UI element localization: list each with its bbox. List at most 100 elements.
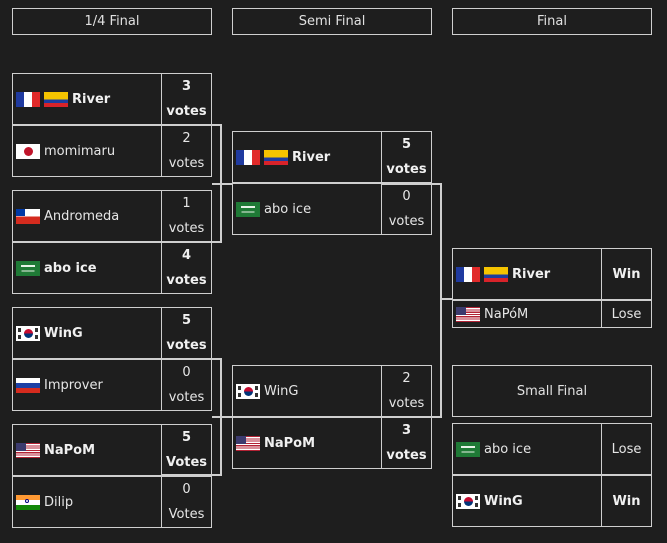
flag-sa-icon [456, 441, 480, 457]
score-unit: votes [168, 390, 205, 405]
score-cell: 5 votes [382, 131, 432, 183]
score-unit: votes [386, 162, 427, 177]
participant-name: WinG [264, 383, 299, 399]
participant-name-cell: momimaru [12, 125, 162, 177]
score-count: 2 [182, 131, 191, 146]
score-count: 5 [181, 313, 192, 328]
participant-row[interactable]: River Win [452, 248, 652, 300]
participant-name: WinG [484, 493, 523, 509]
result-label: Lose [611, 306, 642, 322]
participant-row[interactable]: abo ice Lose [452, 423, 652, 475]
flag-us-icon [456, 306, 480, 322]
score-cell: 3 votes [162, 73, 212, 125]
score-cell: Win [602, 248, 652, 300]
flag-sa-icon [236, 201, 260, 217]
participant-name-cell: NaPoM [232, 417, 382, 469]
participant-row[interactable]: NaPóM Lose [452, 300, 652, 328]
participant-name: NaPóM [484, 306, 529, 322]
score-cell: 2 votes [162, 125, 212, 177]
participant-row[interactable]: abo ice 0 votes [232, 183, 432, 235]
participant-name: momimaru [44, 143, 116, 159]
participant-name-cell: River [12, 73, 162, 125]
participant-name-cell: NaPoM [12, 424, 162, 476]
participant-name: abo ice [484, 441, 532, 457]
participant-name-cell: River [452, 248, 602, 300]
score-cell: 1 votes [162, 190, 212, 242]
score-count: 3 [181, 79, 192, 94]
participant-name-cell: River [232, 131, 382, 183]
score-unit: votes [166, 273, 207, 288]
participant-name-cell: Improver [12, 359, 162, 411]
score-count: 1 [182, 196, 191, 211]
header-semi-final: Semi Final [232, 8, 432, 35]
score-count: 0 [182, 482, 191, 497]
participant-row[interactable]: Improver 0 votes [12, 359, 212, 411]
participant-name-cell: WinG [232, 365, 382, 417]
result-label: Win [612, 493, 641, 509]
score-unit: votes [168, 156, 205, 171]
participant-name: abo ice [264, 201, 312, 217]
participant-name-cell: abo ice [12, 242, 162, 294]
score-count: 0 [182, 365, 191, 380]
header-small-final: Small Final [452, 365, 652, 417]
flag-us-icon [236, 435, 260, 451]
score-unit: Votes [165, 455, 208, 470]
header-small-final-label: Small Final [516, 383, 588, 399]
flag-jp-icon [16, 143, 40, 159]
flag-co-icon [44, 91, 68, 107]
score-unit: Votes [168, 507, 205, 522]
participant-name-cell: WinG [12, 307, 162, 359]
participant-name: Dilip [44, 494, 74, 510]
participant-name-cell: abo ice [452, 423, 602, 475]
score-count: 2 [402, 371, 411, 386]
participant-name: NaPoM [44, 442, 96, 458]
flag-sa-icon [16, 260, 40, 276]
flag-fr-icon [456, 266, 480, 282]
flag-co-icon [484, 266, 508, 282]
header-final: Final [452, 8, 652, 35]
score-count: 0 [402, 189, 411, 204]
participant-row[interactable]: momimaru 2 votes [12, 125, 212, 177]
result-label: Win [612, 266, 641, 282]
flag-in-icon [16, 494, 40, 510]
participant-name-cell: abo ice [232, 183, 382, 235]
participant-name-cell: Dilip [12, 476, 162, 528]
score-unit: votes [166, 104, 207, 119]
participant-name: abo ice [44, 260, 97, 276]
score-count: 5 [181, 430, 192, 445]
participant-name-cell: Andromeda [12, 190, 162, 242]
score-unit: votes [168, 221, 205, 236]
score-cell: Lose [602, 423, 652, 475]
score-unit: votes [386, 448, 427, 463]
participant-name: River [72, 91, 111, 107]
participant-name: NaPoM [264, 435, 316, 451]
score-cell: 3 votes [382, 417, 432, 469]
participant-name: River [512, 266, 551, 282]
flag-ru-icon [16, 377, 40, 393]
participant-row[interactable]: River 3 votes [12, 73, 212, 125]
score-unit: votes [388, 214, 425, 229]
score-cell: Lose [602, 300, 652, 328]
score-count: 3 [401, 423, 412, 438]
participant-row[interactable]: Andromeda 1 votes [12, 190, 212, 242]
participant-row[interactable]: NaPoM 3 votes [232, 417, 432, 469]
participant-row[interactable]: River 5 votes [232, 131, 432, 183]
participant-name: River [292, 149, 331, 165]
participant-name: Andromeda [44, 208, 120, 224]
header-final-label: Final [537, 14, 567, 29]
header-semi-label: Semi Final [298, 14, 366, 29]
participant-name-cell: WinG [452, 475, 602, 527]
participant-name: WinG [44, 325, 83, 341]
participant-row[interactable]: WinG Win [452, 475, 652, 527]
score-count: 5 [401, 137, 412, 152]
